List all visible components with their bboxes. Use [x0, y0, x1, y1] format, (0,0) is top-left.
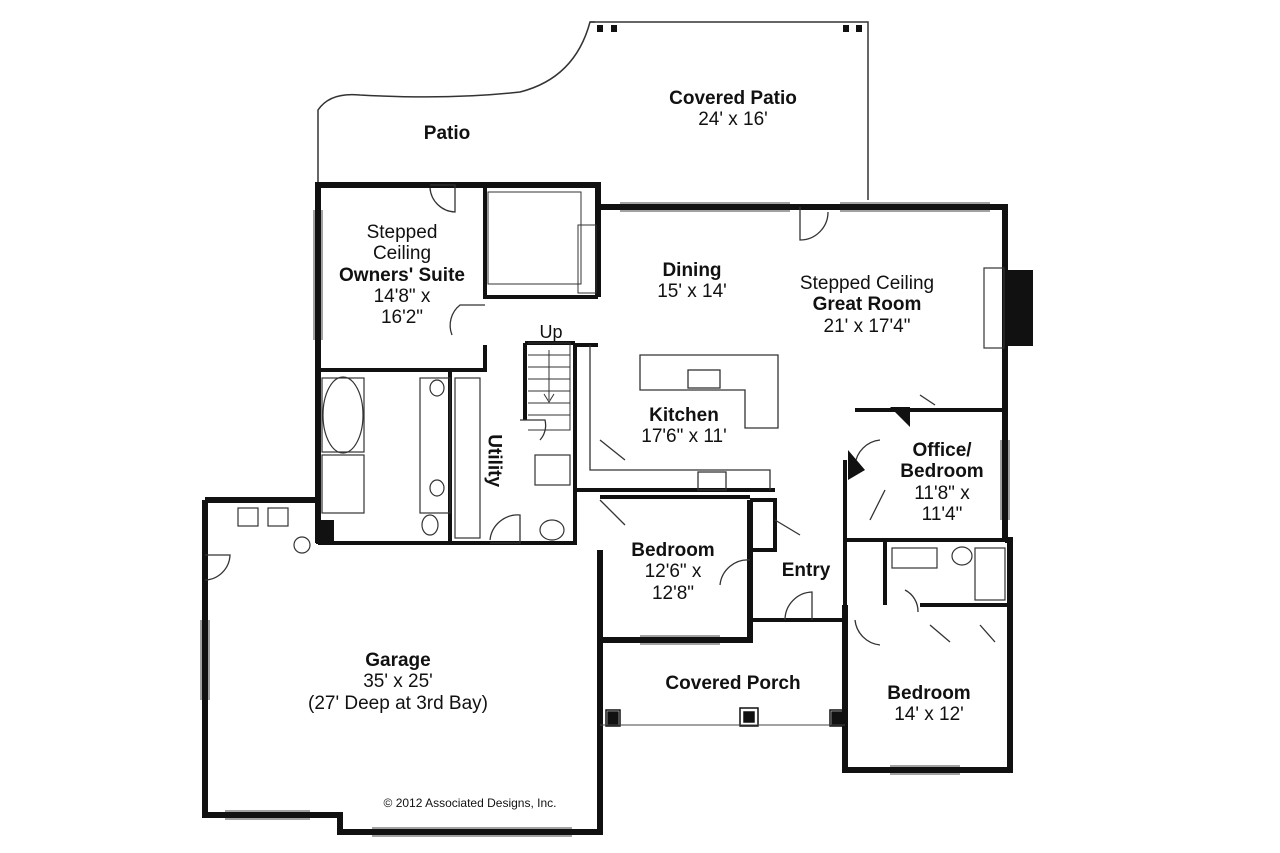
label-patio: Patio — [424, 123, 470, 144]
wall-corner-office-2 — [890, 407, 910, 427]
porch-posts — [600, 707, 845, 727]
office-dims-1: 11'8" x — [914, 482, 970, 504]
owners-suite-name: Owners' Suite — [339, 264, 465, 286]
garage-note: (27' Deep at 3rd Bay) — [308, 692, 488, 714]
patio-posts — [597, 25, 862, 32]
great-room-dims: 21' x 17'4" — [823, 315, 911, 337]
fireplace-hearth — [983, 267, 1005, 349]
patio-name: Patio — [423, 123, 471, 144]
bedroom-center-dims-1: 12'6" x — [644, 561, 702, 583]
dining-dims: 15' x 14' — [657, 281, 727, 303]
bath-fixtures — [237, 376, 1006, 601]
label-bedroom-center: Bedroom 12'6" x 12'8" — [631, 540, 714, 604]
bedroom-center-dims-2: 12'8" — [651, 582, 695, 604]
kitchen-dims: 17'6" x 11' — [641, 426, 727, 448]
windows — [200, 202, 1010, 837]
covered-patio-dims: 24' x 16' — [698, 109, 768, 131]
covered-patio-name: Covered Patio — [669, 88, 797, 109]
office-name-1: Office/ — [912, 440, 972, 461]
garage-dims: 35' x 25' — [363, 671, 433, 693]
owners-suite-ceiling-1: Stepped — [366, 222, 438, 243]
label-dining: Dining 15' x 14' — [657, 260, 727, 303]
bedroom-right-dims: 14' x 12' — [894, 704, 964, 726]
kitchen-counters — [589, 345, 779, 491]
owners-suite-ceiling-2: Ceiling — [372, 243, 432, 265]
label-covered-porch: Covered Porch — [665, 673, 800, 694]
label-entry: Entry — [782, 560, 831, 581]
entry-name: Entry — [781, 560, 831, 581]
exterior-walls — [202, 182, 1013, 835]
copyright-notice: © 2012 Associated Designs, Inc. — [383, 796, 557, 810]
great-room-name: Great Room — [812, 294, 922, 316]
utility-name: Utility — [483, 434, 505, 488]
owners-suite-dims-2: 16'2" — [380, 307, 424, 329]
label-owners-suite: Stepped Ceiling Owners' Suite 14'8" x 16… — [339, 222, 465, 328]
kitchen-name: Kitchen — [649, 405, 719, 426]
wall-corner-office — [848, 450, 865, 480]
stair-up-text: Up — [539, 322, 563, 342]
label-great-room: Stepped Ceiling Great Room 21' x 17'4" — [800, 273, 934, 337]
garage-name: Garage — [365, 650, 431, 671]
covered-porch-name: Covered Porch — [665, 673, 801, 694]
label-office-bedroom: Office/ Bedroom 11'8" x 11'4" — [900, 440, 983, 525]
bedroom-center-name: Bedroom — [631, 540, 715, 561]
label-stair-up: Up — [539, 322, 562, 342]
closets — [487, 191, 597, 294]
patio-outline — [317, 21, 869, 200]
office-name-2: Bedroom — [900, 461, 984, 483]
dining-name: Dining — [662, 260, 722, 281]
label-kitchen: Kitchen 17'6" x 11' — [641, 405, 726, 448]
fireplace — [1008, 270, 1033, 346]
label-garage: Garage 35' x 25' (27' Deep at 3rd Bay) — [308, 650, 488, 714]
great-room-ceiling: Stepped Ceiling — [799, 273, 935, 294]
wall-corner — [316, 520, 334, 544]
label-utility: Utility — [483, 434, 505, 488]
bedroom-right-name: Bedroom — [887, 683, 971, 704]
label-covered-patio: Covered Patio 24' x 16' — [669, 88, 797, 131]
office-dims-2: 11'4" — [921, 503, 963, 525]
owners-suite-dims-1: 14'8" x — [373, 285, 431, 307]
label-bedroom-right: Bedroom 14' x 12' — [887, 683, 970, 726]
door-swings — [204, 184, 996, 646]
stair — [528, 342, 571, 431]
